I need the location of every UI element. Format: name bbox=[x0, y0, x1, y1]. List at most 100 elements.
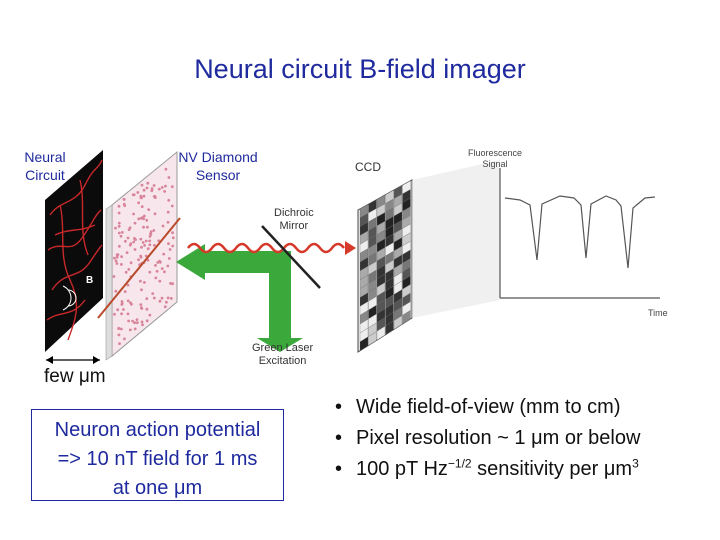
nv-center-dot bbox=[129, 242, 133, 246]
nv-center-dot bbox=[163, 190, 167, 193]
nv-center-dot bbox=[113, 312, 116, 316]
nv-center-dot bbox=[166, 264, 170, 268]
nv-center-dot bbox=[140, 183, 144, 187]
nv-center-dot bbox=[126, 283, 130, 287]
nv-center-dot bbox=[137, 258, 140, 262]
nv-center-dot bbox=[141, 241, 145, 244]
nv-center-dot bbox=[161, 224, 165, 228]
nv-center-dot bbox=[153, 243, 156, 247]
nv-center-dot bbox=[152, 229, 156, 232]
nv-center-dot bbox=[117, 221, 121, 225]
scale-arrow bbox=[46, 356, 100, 364]
nv-center-dot bbox=[125, 251, 129, 255]
fluorescence-plot bbox=[499, 168, 660, 299]
nv-center-dot bbox=[153, 196, 157, 200]
nv-center-dot bbox=[154, 276, 158, 280]
nv-center-dot bbox=[163, 305, 167, 309]
ccd-pixel bbox=[385, 320, 394, 335]
nv-center-dot bbox=[132, 193, 136, 197]
nv-center-dot bbox=[132, 240, 136, 244]
nv-center-dot bbox=[160, 186, 164, 189]
nv-center-dot bbox=[158, 279, 162, 283]
nv-center-dot bbox=[147, 208, 151, 212]
nv-center-dot bbox=[157, 187, 161, 191]
nv-center-dot bbox=[164, 184, 167, 188]
green-laser-arrow bbox=[176, 244, 303, 352]
nv-center-dot bbox=[149, 232, 153, 236]
nv-center-dot bbox=[141, 323, 144, 327]
neural-circuit-panel: B bbox=[45, 150, 103, 352]
svg-text:B: B bbox=[86, 275, 93, 286]
nv-center-dot bbox=[146, 181, 150, 185]
nv-center-dot bbox=[118, 244, 121, 248]
nv-center-dot bbox=[149, 230, 153, 234]
nv-center-dot bbox=[144, 239, 148, 243]
nv-center-dot bbox=[115, 255, 119, 259]
box-line-1: Neuron action potential bbox=[54, 419, 261, 441]
nv-center-dot bbox=[157, 239, 161, 243]
nv-center-dot bbox=[135, 321, 139, 325]
nv-center-dot bbox=[133, 327, 137, 331]
nv-center-dot bbox=[160, 296, 164, 300]
nv-center-dot bbox=[120, 263, 123, 266]
slide-title: Neural circuit B-field imager bbox=[194, 54, 526, 84]
nv-center-dot bbox=[170, 204, 174, 208]
nv-center-dot bbox=[140, 205, 144, 209]
nv-center-dot bbox=[127, 268, 131, 271]
nv-center-dot bbox=[151, 292, 155, 295]
nv-center-dot bbox=[116, 308, 120, 312]
nv-center-dot bbox=[136, 191, 140, 194]
nv-center-dot bbox=[139, 279, 142, 283]
nv-center-dot bbox=[171, 244, 175, 248]
nv-center-dot bbox=[162, 252, 166, 256]
nv-center-dot bbox=[164, 167, 168, 171]
nv-center-dot bbox=[126, 299, 130, 303]
nv-center-dot bbox=[171, 231, 174, 235]
nv-center-dot bbox=[133, 321, 137, 325]
box-line-3: at one μm bbox=[112, 477, 203, 499]
nv-center-dot bbox=[150, 189, 154, 193]
nv-center-dot bbox=[142, 194, 146, 198]
nv-center-dot bbox=[152, 184, 156, 187]
nv-center-dot bbox=[126, 312, 130, 316]
nv-center-dot bbox=[126, 236, 130, 240]
nv-center-dot bbox=[133, 221, 137, 225]
nv-center-dot bbox=[120, 312, 123, 316]
nv-center-dot bbox=[171, 236, 175, 240]
time-axis-label: Time bbox=[648, 308, 668, 318]
nv-center-dot bbox=[167, 257, 171, 260]
nv-center-dot bbox=[124, 239, 127, 243]
nv-center-dot bbox=[119, 234, 123, 238]
nv-center-dot bbox=[148, 239, 152, 243]
nv-center-dot bbox=[142, 188, 146, 192]
feature-item: •100 pT Hz−1/2 sensitivity per μm3 bbox=[335, 456, 639, 480]
nv-center-dot bbox=[160, 267, 164, 270]
nv-center-dot bbox=[167, 176, 171, 179]
nv-center-dot bbox=[129, 261, 133, 265]
nv-center-dot bbox=[122, 198, 126, 201]
nv-center-dot bbox=[140, 306, 143, 310]
nv-center-dot bbox=[132, 212, 136, 216]
nv-center-dot bbox=[127, 319, 130, 323]
dichroic-mirror bbox=[261, 225, 321, 289]
nv-center-dot bbox=[113, 256, 116, 260]
nv-center-dot bbox=[170, 185, 174, 189]
nv-center-dot bbox=[155, 269, 159, 273]
nv-center-dot bbox=[142, 217, 146, 221]
nv-center-dot bbox=[169, 282, 172, 285]
nv-center-dot bbox=[120, 300, 124, 303]
nv-center-dot bbox=[122, 202, 126, 206]
nv-center-dot bbox=[145, 186, 149, 190]
nv-center-dot bbox=[114, 226, 117, 230]
nv-center-dot bbox=[158, 299, 162, 303]
ccd-label: CCD bbox=[355, 160, 381, 174]
nv-center-dot bbox=[145, 297, 149, 300]
ccd-pixel bbox=[402, 310, 411, 325]
nv-center-dot bbox=[137, 217, 141, 221]
nv-center-dot bbox=[148, 243, 152, 247]
nv-center-dot bbox=[124, 270, 128, 274]
nv-center-dot bbox=[156, 261, 160, 264]
nv-center-dot bbox=[146, 247, 150, 251]
